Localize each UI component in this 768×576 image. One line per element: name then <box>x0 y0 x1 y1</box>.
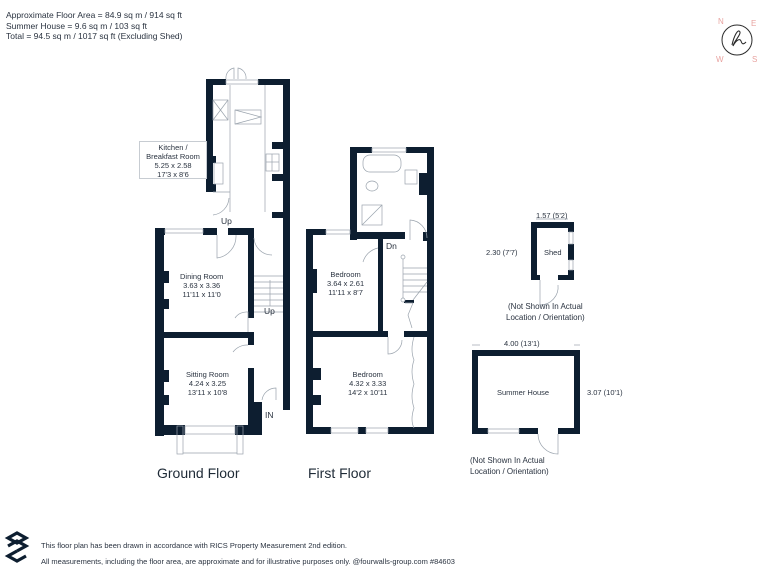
bedroom-2-imperial: 14'2 x 10'11 <box>348 388 388 397</box>
sitting-metric: 4.24 x 3.25 <box>188 379 227 388</box>
summer-house-width: 4.00 (13'1) <box>504 339 540 348</box>
bedroom-1-imperial: 11'11 x 8'7 <box>328 288 363 297</box>
entrance-label: IN <box>265 410 274 420</box>
bedroom-1-label: Bedroom 3.64 x 2.61 11'11 x 8'7 <box>327 270 364 297</box>
stairs-up-label: Up <box>221 216 232 226</box>
summer-house-note-2: Location / Orientation) <box>470 467 549 476</box>
fixtures-and-doors <box>164 67 580 455</box>
total-area-line: Total = 94.5 sq m / 1017 sq ft (Excludin… <box>6 31 183 41</box>
summer-house-note-1: (Not Shown In Actual <box>470 456 545 465</box>
bedroom-1-metric: 3.64 x 2.61 <box>327 279 365 288</box>
walls <box>155 79 580 436</box>
floor-area-line: Approximate Floor Area = 84.9 sq m / 914… <box>6 10 182 20</box>
footer-line-2: All measurements, including the floor ar… <box>41 557 455 566</box>
sitting-imperial: 13'11 x 10'8 <box>187 388 228 397</box>
dining-metric: 3.63 x 3.36 <box>183 281 221 290</box>
bedroom-2-label: Bedroom 4.32 x 3.33 14'2 x 10'11 <box>348 370 387 397</box>
compass-n: N <box>718 17 724 26</box>
dining-name: Dining Room <box>180 272 224 281</box>
shed-width: 1.57 (5'2) <box>536 211 568 220</box>
compass-s: S <box>752 55 757 64</box>
compass-logo-icon: N E W S <box>712 14 762 64</box>
ground-floor-title: Ground Floor <box>157 465 240 481</box>
footer-line-1: This floor plan has been drawn in accord… <box>41 541 347 550</box>
summer-house-area-line: Summer House = 9.6 sq m / 103 sq ft <box>6 20 148 31</box>
floor-area-summary: Approximate Floor Area = 84.9 sq m / 914… <box>6 10 182 42</box>
fourwalls-logo-icon <box>4 530 30 566</box>
kitchen-imperial: 17'3 x 8'6 <box>157 170 189 179</box>
compass-e: E <box>751 19 756 28</box>
summer-house-label: Summer House <box>497 388 550 397</box>
kitchen-metric: 5.25 x 2.58 <box>154 161 192 170</box>
bedroom-2-metric: 4.32 x 3.33 <box>349 379 387 388</box>
footer-disclaimer: This floor plan has been drawn in accord… <box>41 538 455 570</box>
stairs-down-label: Dn <box>386 241 397 251</box>
dining-imperial: 11'11 x 11'0 <box>182 290 221 299</box>
summer-house-depth: 3.07 (10'1) <box>587 388 623 397</box>
bedroom-2-name: Bedroom <box>352 370 383 379</box>
first-floor-stairs <box>400 254 428 303</box>
compass-w: W <box>716 55 724 64</box>
kitchen-label: Kitchen / Breakfast Room 5.25 x 2.58 17'… <box>139 141 207 179</box>
dining-room-label: Dining Room 3.63 x 3.36 11'11 x 11'0 <box>180 272 223 299</box>
sitting-room-label: Sitting Room 4.24 x 3.25 13'11 x 10'8 <box>186 370 229 397</box>
ground-floor-stairs <box>254 275 283 313</box>
shed-note-1: (Not Shown In Actual <box>508 302 583 311</box>
stairs-up-label-2: Up <box>264 306 275 316</box>
shed-note: (Not Shown In Actual Location / Orientat… <box>506 301 585 323</box>
first-floor-title: First Floor <box>308 465 371 481</box>
shed-depth: 2.30 (7'7) <box>486 248 518 257</box>
kitchen-name-2: Breakfast Room <box>146 152 200 161</box>
sitting-name: Sitting Room <box>186 370 229 379</box>
summer-house-note: (Not Shown In Actual Location / Orientat… <box>470 455 549 477</box>
kitchen-name: Kitchen / <box>158 143 188 152</box>
bedroom-1-name: Bedroom <box>330 270 361 279</box>
shed-note-2: Location / Orientation) <box>506 313 585 322</box>
shed-label: Shed <box>544 248 562 257</box>
